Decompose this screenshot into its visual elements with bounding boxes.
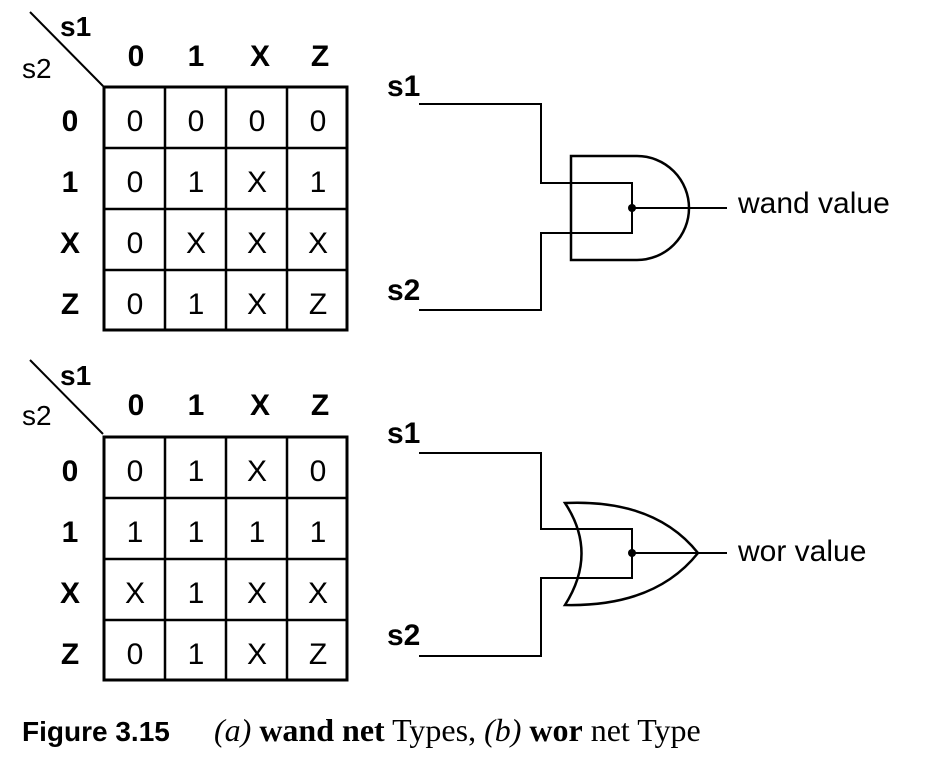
caption-part-a-rest: Types, [385, 712, 484, 748]
table-cell: X [186, 227, 206, 260]
table-cell: X [308, 577, 328, 610]
table-cell: X [247, 166, 267, 199]
corner-diagonal [29, 11, 104, 87]
gate-input-label-bottom: s2 [387, 619, 420, 652]
table-cell: X [247, 455, 267, 488]
table-cell: 0 [127, 166, 144, 199]
junction-dot [628, 204, 636, 212]
row-header: X [60, 577, 80, 610]
row-header: 0 [62, 455, 79, 488]
table-cell: 1 [188, 288, 205, 321]
table-cell: 0 [127, 105, 144, 138]
corner-diagonal [29, 359, 104, 435]
table-cell: 0 [127, 638, 144, 671]
corner-col-label: s1 [60, 11, 91, 42]
table-cell: Z [309, 288, 327, 321]
gate-input-label-top: s1 [387, 417, 420, 450]
row-header: 1 [62, 516, 79, 549]
column-header: 1 [188, 389, 205, 422]
row-header: Z [61, 638, 79, 671]
caption-part-a-term: wand net [259, 712, 385, 748]
or-gate-diagram: s1 s2 wor value [387, 417, 866, 657]
column-header: Z [311, 389, 329, 422]
input-wire-top [419, 103, 633, 208]
gate-output-label: wor value [737, 535, 866, 568]
table-cell: 0 [188, 105, 205, 138]
input-wire-top [419, 452, 633, 553]
corner-col-label: s1 [60, 360, 91, 391]
table-cell: X [308, 227, 328, 260]
gate-output-label: wand value [737, 187, 890, 220]
table-cell: 1 [188, 516, 205, 549]
table-cell: 1 [310, 516, 327, 549]
column-header: X [250, 40, 270, 73]
table-cell: 0 [310, 105, 327, 138]
table-cell: 1 [188, 455, 205, 488]
table-cell: 0 [127, 455, 144, 488]
and-gate-diagram: s1 s2 wand value [387, 70, 890, 311]
truth-table-wand: s1 s2 0 1 X Z 0 1 X Z 0 0 0 0 0 1 X 1 0 … [22, 11, 349, 332]
table-cell: 1 [249, 516, 266, 549]
caption-part-a-marker: (a) [214, 712, 251, 748]
figure-caption: Figure 3.15 (a)wand net Types, (b)wor ne… [22, 712, 701, 748]
caption-figure-label: Figure 3.15 [22, 716, 170, 747]
corner-row-label: s2 [22, 53, 52, 84]
column-header: 1 [188, 40, 205, 73]
table-cell: Z [309, 638, 327, 671]
column-header: X [250, 389, 270, 422]
table-cell: 1 [188, 638, 205, 671]
caption-part-b-term: wor [529, 712, 582, 748]
corner-row-label: s2 [22, 400, 52, 431]
table-cell: X [247, 227, 267, 260]
table-cell: 0 [310, 455, 327, 488]
and-gate-symbol [569, 154, 691, 262]
table-cell: X [247, 288, 267, 321]
row-header: Z [61, 288, 79, 321]
input-wire-bottom [419, 208, 633, 311]
table-cell: 1 [310, 166, 327, 199]
table-cell: X [247, 638, 267, 671]
table-cell: 1 [188, 577, 205, 610]
row-header: X [60, 227, 80, 260]
column-header: Z [311, 40, 329, 73]
caption-text: (a)wand net Types, (b)wor net Type [214, 712, 701, 748]
table-cell: X [247, 577, 267, 610]
truth-table-wor: s1 s2 0 1 X Z 0 1 X Z 0 1 X 0 1 1 1 1 X … [22, 359, 349, 682]
junction-dot [628, 549, 636, 557]
table-cell: 0 [249, 105, 266, 138]
row-header: 0 [62, 105, 79, 138]
table-cell: 0 [127, 288, 144, 321]
table-cell: 1 [127, 516, 144, 549]
or-gate-symbol [562, 501, 700, 607]
column-header: 0 [128, 389, 145, 422]
caption-part-b-rest: net Type [583, 712, 701, 748]
table-cell: X [125, 577, 145, 610]
table-cell: 1 [188, 166, 205, 199]
column-header: 0 [128, 40, 145, 73]
caption-part-b-marker: (b) [484, 712, 521, 748]
row-header: 1 [62, 166, 79, 199]
gate-input-label-top: s1 [387, 70, 420, 103]
table-cell: 0 [127, 227, 144, 260]
gate-input-label-bottom: s2 [387, 274, 420, 307]
input-wire-bottom [419, 553, 633, 657]
